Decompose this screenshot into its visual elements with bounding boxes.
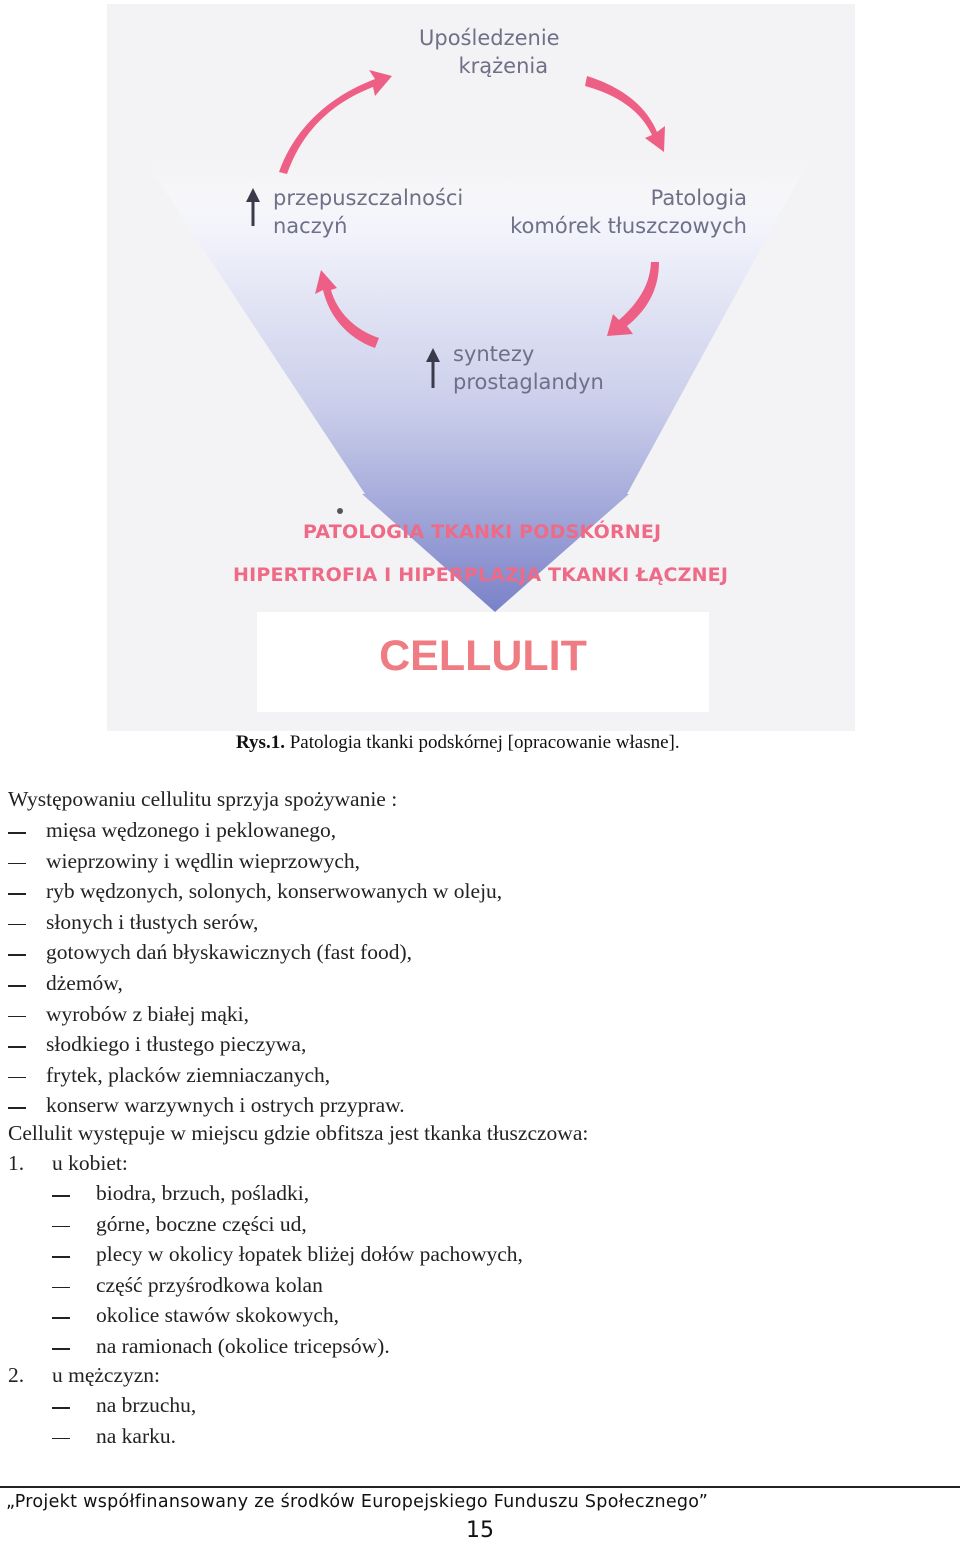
label-circulation-line1: Upośledzenie bbox=[419, 26, 560, 50]
list-item: dżemów, bbox=[46, 971, 123, 995]
dash-bullet bbox=[8, 1076, 26, 1079]
caption-text: Patologia tkanki podskórnej [opracowanie… bbox=[284, 732, 680, 753]
caption-label: Rys.1. bbox=[236, 732, 285, 753]
list-item: górne, boczne części ud, bbox=[96, 1211, 307, 1236]
dash-bullet bbox=[52, 1407, 70, 1409]
dash-bullet bbox=[8, 862, 26, 865]
label-permeability-line1: przepuszczalności bbox=[273, 186, 464, 210]
list-item: konserw warzywnych i ostrych przypraw. bbox=[46, 1093, 405, 1118]
label-prostaglandins-line2: prostaglandyn bbox=[453, 370, 604, 394]
dash-bullet bbox=[8, 1107, 26, 1109]
location-intro: Cellulit występuje w miejscu gdzie obfit… bbox=[8, 1121, 589, 1145]
footer-rule bbox=[0, 1486, 960, 1488]
dash-bullet bbox=[8, 923, 26, 926]
list-item: słodkiego i tłustego pieczywa, bbox=[46, 1032, 307, 1057]
men-heading: u mężczyzn: bbox=[52, 1363, 161, 1387]
dash-bullet bbox=[52, 1286, 70, 1289]
page-number: 15 bbox=[466, 1518, 494, 1543]
pathology-label-1: PATOLOGIA TKANKI PODSKÓRNEJ bbox=[303, 521, 662, 543]
label-circulation-line2: krążenia bbox=[458, 54, 549, 78]
label-fat-cells-line2: komórek tłuszczowych bbox=[510, 214, 747, 238]
list-item: na brzuchu, bbox=[96, 1393, 197, 1417]
label-fat-cells-line1: Patologia bbox=[650, 186, 747, 210]
list-item: frytek, placków ziemniaczanych, bbox=[46, 1062, 331, 1087]
label-permeability: przepuszczalności naczyń bbox=[273, 184, 463, 240]
arrow-top-left bbox=[279, 70, 392, 174]
dash-bullet bbox=[52, 1437, 70, 1440]
small-dot bbox=[337, 508, 343, 514]
diagram-graphics bbox=[147, 70, 807, 612]
dash-bullet bbox=[8, 1015, 26, 1018]
cellulite-diagram: Upośledzenie krążenia przepuszczalności … bbox=[107, 4, 855, 731]
cellulit-title-box: CELLULIT bbox=[257, 612, 709, 712]
list-item: wieprzowiny i wędlin wieprzowych, bbox=[46, 848, 361, 873]
dash-bullet bbox=[52, 1195, 70, 1197]
arrow-top-right bbox=[585, 76, 665, 152]
women-heading: u kobiet: bbox=[52, 1151, 128, 1175]
cellulit-title: CELLULIT bbox=[379, 632, 587, 680]
arrow-bottom-left bbox=[315, 270, 379, 348]
intro-text: Występowaniu cellulitu sprzyja spożywani… bbox=[8, 787, 398, 811]
dash-bullet bbox=[52, 1256, 70, 1258]
list-item: na ramionach (okolice tricepsów). bbox=[96, 1334, 390, 1358]
label-prostaglandins-line1: syntezy bbox=[453, 342, 535, 366]
list-item: mięsa wędzonego i peklowanego, bbox=[46, 818, 337, 842]
list-item: ryb wędzonych, solonych, konserwowanych … bbox=[46, 879, 503, 904]
arrow-bottom-right bbox=[607, 262, 659, 336]
label-fat-cells: Patologia komórek tłuszczowych bbox=[499, 184, 747, 240]
dash-bullet bbox=[8, 893, 26, 895]
increase-arrows bbox=[246, 188, 440, 388]
dash-bullet bbox=[8, 832, 26, 834]
men-number: 2. bbox=[8, 1363, 25, 1387]
figure-caption: Rys.1. Patologia tkanki podskórnej [opra… bbox=[236, 732, 680, 754]
list-item: wyrobów z białej mąki, bbox=[46, 1001, 250, 1026]
pathology-label-2: HIPERTROFIA I HIPERPLAZJA TKANKI ŁĄCZNEJ bbox=[233, 564, 729, 586]
label-prostaglandins: syntezy prostaglandyn bbox=[453, 340, 604, 396]
list-item: okolice stawów skokowych, bbox=[96, 1303, 340, 1328]
funnel-triangle bbox=[147, 164, 807, 612]
list-item: część przyśrodkowa kolan bbox=[96, 1272, 323, 1297]
list-item: słonych i tłustych serów, bbox=[46, 909, 259, 934]
dash-bullet bbox=[52, 1225, 70, 1228]
label-permeability-line2: naczyń bbox=[273, 214, 348, 238]
label-circulation: Upośledzenie krążenia bbox=[419, 24, 560, 80]
footer-text: „Projekt współfinansowany ze środków Eur… bbox=[6, 1492, 709, 1512]
dash-bullet bbox=[8, 954, 26, 956]
list-item: plecy w okolicy łopatek bliżej dołów pac… bbox=[96, 1242, 523, 1267]
dash-bullet bbox=[8, 1046, 26, 1048]
dash-bullet bbox=[8, 985, 26, 987]
cycle-arrows bbox=[279, 70, 665, 348]
list-item: biodra, brzuch, pośladki, bbox=[96, 1181, 310, 1205]
dash-bullet bbox=[52, 1317, 70, 1319]
list-item: gotowych dań błyskawicznych (fast food), bbox=[46, 940, 412, 965]
women-number: 1. bbox=[8, 1151, 25, 1175]
dash-bullet bbox=[52, 1348, 70, 1350]
list-item: na karku. bbox=[96, 1423, 176, 1448]
